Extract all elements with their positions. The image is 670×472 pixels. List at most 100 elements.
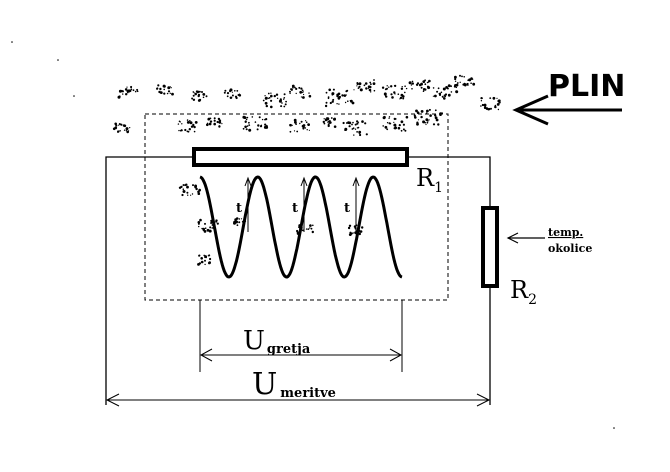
gas-speckle [480,100,483,102]
gas-speckle [260,124,263,127]
gas-speckle [368,86,370,88]
gas-speckle [386,122,389,124]
gas-speckle [343,94,347,97]
gas-cloud [112,74,501,266]
gas-speckle [244,125,247,129]
gas-speckle [494,106,496,108]
gas-speckle [211,227,213,229]
gas-speckle [193,130,196,133]
gas-label: PLIN [548,69,625,104]
gas-speckle [308,129,310,131]
gas-speckle [397,126,401,130]
gas-speckle [234,218,237,222]
gas-speckle [369,81,372,84]
resistor-r2 [481,206,499,288]
gas-speckle [359,230,363,233]
gas-speckle [298,86,301,89]
gas-speckle [181,193,184,197]
gas-speckle [198,90,201,93]
gas-speckle [238,218,241,220]
gas-speckle [399,96,403,100]
gas-speckle [481,103,484,107]
gas-speckle [126,86,128,88]
gas-speckle [357,83,359,86]
gas-speckle [381,86,385,89]
gas-speckle [450,85,452,88]
gas-speckle [333,125,337,128]
gas-speckle [186,119,189,121]
gas-speckle [197,222,200,225]
gas-speckle [202,93,206,96]
gas-speckle [402,128,405,131]
gas-speckle [243,116,247,119]
gas-speckle [301,229,304,232]
gas-speckle [349,231,352,234]
gas-speckle [307,228,310,231]
gas-speckle [289,124,291,126]
gas-speckle [398,124,401,127]
gas-speckle [388,116,391,118]
gas-speckle [194,121,198,124]
scan-dot [57,59,59,61]
gas-speckle [382,125,385,127]
gas-speckle [118,124,120,126]
gas-speckle [393,91,396,94]
gas-speckle [480,105,482,107]
gas-speckle [132,89,135,92]
gas-speckle [386,128,389,131]
gas-speckle [426,109,429,113]
heating-waveform [199,175,403,279]
u-measure-dimension [105,393,491,407]
gas-speckle [283,93,286,96]
gas-speckle [450,91,453,93]
gas-speckle [265,104,268,108]
gas-speckle [125,127,129,131]
gas-speckle [432,87,435,89]
gas-speckle [198,225,200,228]
circuit-wires [105,156,491,405]
gas-speckle [405,87,408,90]
gas-speckle [182,190,186,193]
gas-speckle [404,85,406,87]
gas-speckle [204,263,206,266]
gas-speckle [206,122,209,125]
gas-speckle [238,221,241,224]
gas-speckle [331,92,335,96]
gas-speckle [299,122,301,125]
gas-speckle [184,128,187,132]
gas-inflow-arrow [512,94,622,126]
gas-speckle [128,89,132,93]
gas-speckle [233,221,236,225]
gas-speckle [492,96,496,100]
gas-speckle [490,107,492,110]
gas-speckle [229,96,232,99]
gas-speckle [248,121,250,124]
gas-speckle [426,112,428,114]
gas-speckle [353,89,355,91]
gas-speckle [429,114,432,117]
gas-speckle [221,123,223,125]
gas-speckle [200,257,203,260]
gas-speckle [352,232,354,234]
gas-speckle [394,126,398,130]
gas-speckle [304,127,307,129]
gas-speckle [312,224,314,227]
gas-speckle [206,228,210,232]
gas-speckle [118,123,121,125]
gas-speckle [497,99,501,103]
gas-speckle [370,91,372,93]
scan-dot [11,41,13,43]
gas-speckle [240,218,243,220]
gas-speckle [199,218,202,222]
gas-speckle [188,128,191,131]
gas-speckle [301,124,305,128]
gas-speckle [459,81,461,84]
gas-speckle [120,89,123,93]
gas-speckle [427,86,431,90]
gas-speckle [422,88,426,91]
gas-speckle [324,119,327,122]
gas-speckle [177,123,180,125]
gas-speckle [352,127,355,130]
gas-speckle [223,91,226,94]
